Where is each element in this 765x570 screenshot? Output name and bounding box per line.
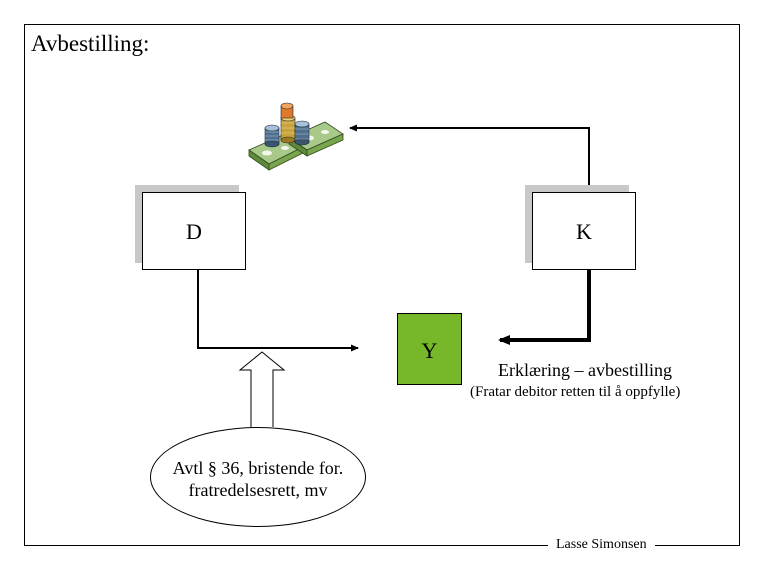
slide-title: Avbestilling: xyxy=(31,31,150,56)
party-box-y: Y xyxy=(397,313,462,385)
performance-arrow xyxy=(197,270,359,352)
up-arrow-icon xyxy=(238,351,286,427)
party-box-d: D xyxy=(142,192,246,270)
party-label-y: Y xyxy=(421,338,438,363)
declaration-arrow xyxy=(498,270,591,345)
party-box-k: K xyxy=(532,192,636,270)
legal-basis-ellipse: Avtl § 36, bristende for. fratredelsesre… xyxy=(150,427,366,527)
party-label-d: D xyxy=(186,219,202,244)
author-credit: Lasse Simonsen xyxy=(548,536,655,554)
payment-arrow xyxy=(349,124,590,192)
legal-basis-text: Avtl § 36, bristende for. fratredelsesre… xyxy=(172,458,344,500)
party-label-k: K xyxy=(576,219,592,244)
money-stack-icon xyxy=(245,98,345,180)
declaration-note: (Fratar debitor retten til å oppfylle) xyxy=(470,384,681,400)
slide-frame xyxy=(24,24,740,546)
declaration-label: Erklæring – avbestilling xyxy=(498,360,672,380)
